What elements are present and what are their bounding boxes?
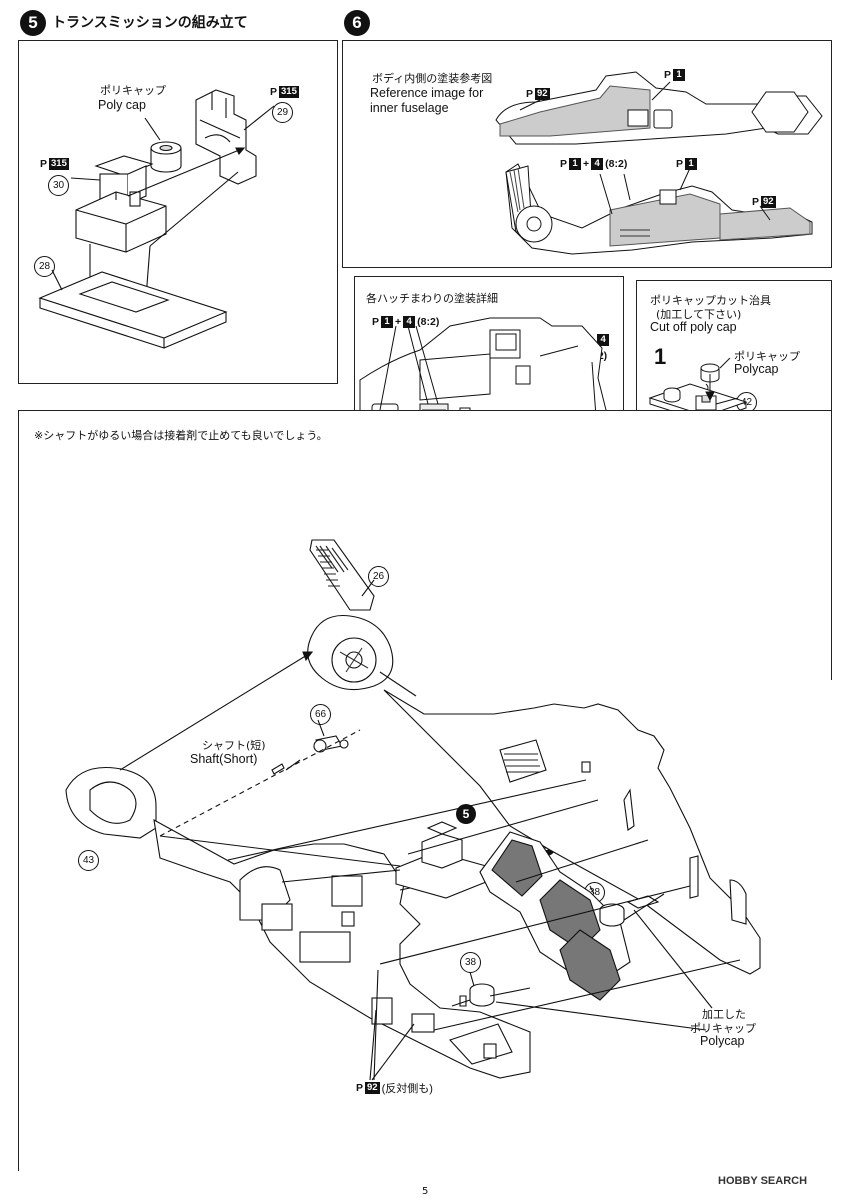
- paint-code-num: 4: [591, 158, 604, 170]
- step5-polycap-en: Poly cap: [98, 98, 146, 112]
- opposite-side-note: (反対側も): [381, 1083, 433, 1095]
- part-29: 29: [272, 102, 293, 123]
- processed-en: Polycap: [700, 1034, 745, 1048]
- mix-ratio: (8:2): [417, 316, 440, 328]
- paint-code-num: 1: [673, 69, 686, 81]
- shaft-jp: シャフト(短): [202, 739, 266, 752]
- paint-code-prefix: P: [664, 69, 672, 81]
- polycut-polycap-jp: ポリキャップ: [734, 350, 800, 363]
- polycut-title-jp-2: (加工して下さい): [656, 308, 742, 321]
- part-66: 66: [310, 704, 331, 725]
- paint-code-num: 1: [685, 158, 698, 170]
- paint-code-num: 92: [761, 196, 776, 208]
- paint-code-prefix: P: [356, 1082, 364, 1094]
- processed-jp-1: 加工した: [702, 1008, 746, 1021]
- step5-title: トランスミッションの組み立て: [52, 15, 248, 31]
- page-number: 5: [422, 1186, 429, 1197]
- part-43: 43: [78, 850, 99, 871]
- paint-code-num: 1: [381, 316, 394, 328]
- step5-polycap-jp: ポリキャップ: [100, 84, 166, 97]
- paint-code-prefix: P: [676, 158, 684, 170]
- step6-number: 6: [344, 10, 370, 36]
- hatch-title: 各ハッチまわりの塗装詳細: [366, 292, 498, 305]
- polycut-title-en: Cut off poly cap: [650, 320, 737, 334]
- paint-code-prefix: P: [752, 196, 760, 208]
- step6-ref-jp: ボディ内側の塗装参考図: [372, 72, 493, 85]
- paint-code-num: 1: [569, 158, 582, 170]
- polycut-title-jp-1: ポリキャップカット治具: [650, 294, 771, 307]
- polycut-polycap-en: Polycap: [734, 362, 779, 376]
- paint-code-prefix: P: [270, 86, 278, 98]
- paint-code-num: 4: [597, 334, 610, 346]
- processed-jp-2: ポリキャップ: [690, 1022, 756, 1035]
- step6-ref-en-2: inner fuselage: [370, 101, 449, 115]
- paint-code-num: 4: [403, 316, 416, 328]
- paint-code-num: 92: [535, 88, 550, 100]
- main-note: ※シャフトがゆるい場合は接着剤で止めても良いでしょう。: [34, 429, 328, 442]
- shaft-en: Shaft(Short): [190, 752, 258, 766]
- watermark: HOBBY SEARCH: [718, 1175, 808, 1187]
- plus-sign: +: [583, 158, 590, 170]
- paint-code-num: 315: [279, 86, 299, 98]
- paint-code-prefix: P: [40, 158, 48, 170]
- paint-code-prefix: P: [560, 158, 568, 170]
- part-30: 30: [48, 175, 69, 196]
- polycut-step-1: 1: [654, 344, 667, 369]
- part-28: 28: [34, 256, 55, 277]
- mix-ratio: (8:2): [605, 158, 628, 170]
- step5-number: 5: [20, 10, 46, 36]
- step6-ref-en-1: Reference image for: [370, 86, 484, 100]
- paint-code-num: 92: [365, 1082, 380, 1094]
- paint-code-prefix: P: [372, 316, 380, 328]
- paint-code-num: 315: [49, 158, 69, 170]
- step5-callout: 5: [456, 804, 476, 824]
- paint-code-prefix: P: [526, 88, 534, 100]
- plus-sign: +: [395, 316, 402, 328]
